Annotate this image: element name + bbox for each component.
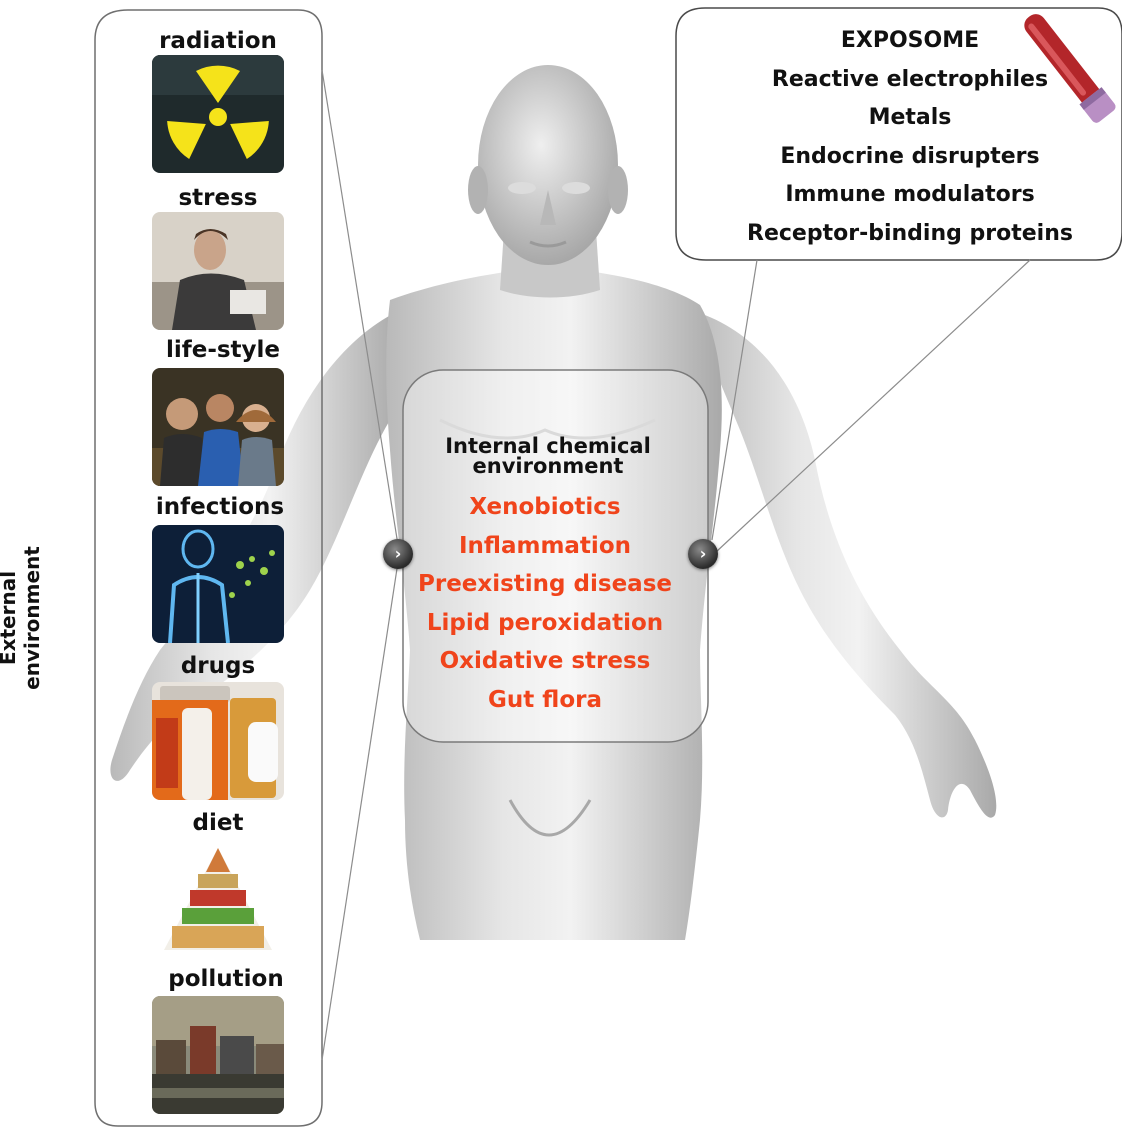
pill-bottles-photo [152,682,284,800]
external-environment-label: External environment [0,498,44,738]
category-label-infections: infections [110,494,330,520]
exposome-item: Metals [680,99,1122,138]
category-label-radiation: radiation [108,28,328,54]
internal-factor-list: Xenobiotics Inflammation Preexisting dis… [400,488,690,719]
internal-factor: Xenobiotics [400,488,690,527]
food-pyramid-photo [152,840,284,958]
exposome-title: EXPOSOME [680,22,1122,61]
category-label-stress: stress [108,185,328,211]
stressed-person-photo [152,212,284,330]
internal-factor: Oxidative stress [400,642,690,681]
exposome-item: Endocrine disrupters [680,138,1122,177]
internal-factor: Inflammation [400,527,690,566]
internal-factor: Gut flora [400,681,690,720]
exposome-list: EXPOSOME Reactive electrophiles Metals E… [680,22,1122,253]
internal-factor: Preexisting disease [400,565,690,604]
exposome-item: Reactive electrophiles [680,61,1122,100]
polluted-city-photo [152,996,284,1114]
radiation-icon [152,55,284,173]
category-label-drugs: drugs [108,653,328,679]
exposome-item: Receptor-binding proteins [680,215,1122,254]
category-label-lifestyle: life-style [113,337,333,363]
virus-body-photo [152,525,284,643]
friends-photo [152,368,284,486]
internal-environment-title: Internal chemical environment [418,436,678,476]
internal-factor: Lipid peroxidation [400,604,690,643]
exposome-item: Immune modulators [680,176,1122,215]
left-arrow-icon: › [383,539,413,569]
right-arrow-icon: › [688,539,718,569]
category-label-pollution: pollution [116,966,336,992]
category-label-diet: diet [108,810,328,836]
